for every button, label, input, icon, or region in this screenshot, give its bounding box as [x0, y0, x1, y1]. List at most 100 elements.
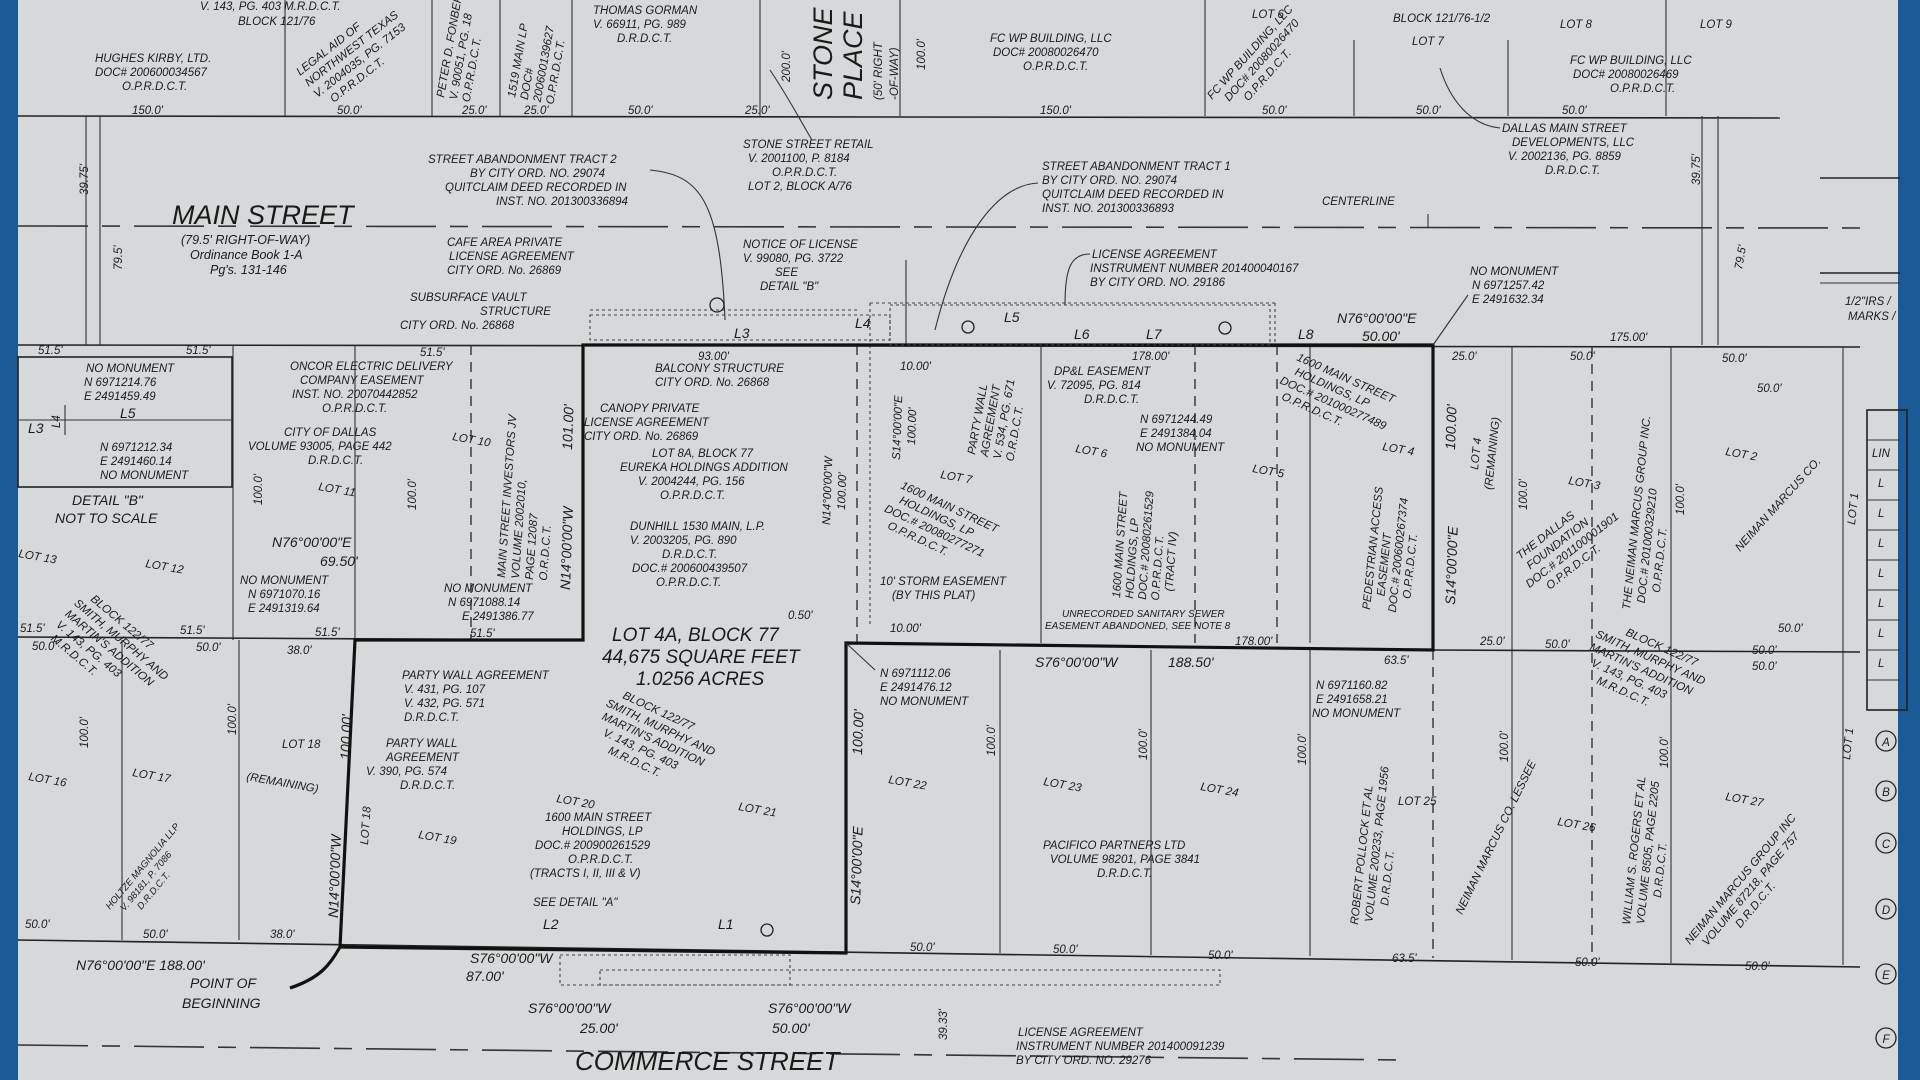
commerce-street-label: COMMERCE STREET [575, 1046, 841, 1076]
dimension: 100.0' [1499, 730, 1511, 762]
distance-east-lot4: 100.00' [1442, 403, 1460, 450]
leader-line [769, 69, 813, 141]
dimension: 63.5' [1392, 953, 1417, 965]
dimension: 50.0' [1208, 950, 1233, 962]
distance-93: 93.00' [698, 351, 730, 363]
dimension: 100.0' [1138, 728, 1150, 760]
dimension: 50.0' [1722, 353, 1747, 365]
dimension: 51.5' [420, 347, 445, 359]
dimension: 50.0' [1545, 639, 1570, 651]
dimension: 38.0' [270, 929, 295, 941]
dimension: 50.0' [1416, 105, 1441, 117]
dimension: 51.5' [470, 628, 495, 640]
dimension: 50.0' [1262, 105, 1287, 117]
dimension: 150.0' [1040, 105, 1072, 117]
dimension: 51.5' [38, 345, 63, 357]
call-west-lot4a: N14°00'00"W [325, 833, 344, 919]
dimension: 50.0' [196, 642, 221, 654]
dimension: 50.0' [1752, 661, 1777, 673]
dimension: 100.0' [227, 703, 239, 735]
leader-line [1432, 294, 1469, 346]
dimension: 51.5' [180, 625, 205, 637]
lot-label: LOT 1 [1841, 727, 1856, 760]
leader-line [1064, 253, 1091, 306]
dimension: 25.0' [1479, 636, 1505, 648]
leader-line [649, 169, 726, 321]
dimension: 50.0' [337, 105, 362, 117]
legend-side-text: 1/2"IRS / [1845, 296, 1892, 308]
line-table-row: L [1878, 628, 1884, 640]
distance-west-1: 101.00' [559, 403, 577, 450]
legend-side-text: MARKS / [1848, 311, 1897, 323]
marker-b: B [1882, 787, 1890, 799]
call-s188: S76°00'00"W [1035, 654, 1119, 670]
distance-west-detail: 100.00' [836, 472, 849, 511]
lot-label: LOT 3 [1567, 475, 1601, 492]
stone-place-row: (50' RIGHT [873, 41, 885, 100]
main-street-label: MAIN STREET [172, 200, 356, 230]
dimension: 50.0' [1778, 623, 1803, 635]
main-street-width: 79.5' [1733, 243, 1749, 270]
lot-label: LOT 4 [1469, 437, 1484, 470]
lot-label: LOT 25 [1398, 796, 1437, 808]
pob-arrow [289, 946, 342, 990]
dimension: 50.0' [628, 105, 653, 117]
dimension: 50.0' [1757, 383, 1782, 395]
dimension: 51.5' [20, 623, 45, 635]
dimension: 50.0' [143, 929, 168, 941]
centerline-label: CENTERLINE [1322, 196, 1395, 208]
lot-label: LOT 2 [1724, 446, 1758, 463]
line-table-row: L [1878, 598, 1884, 610]
block-121-76-text: V. 143, PG. 403 M.R.D.C.T.BLOCK 121/76 [200, 1, 341, 28]
dimension: 200.0' [781, 50, 793, 83]
leader-line [845, 642, 876, 671]
dimension: 50.0' [1575, 957, 1600, 969]
distance-0-50: 0.50' [788, 610, 813, 622]
lot-4a-area-sqft: 44,675 SQUARE FEET [602, 647, 801, 668]
leader-line [934, 182, 1039, 331]
dimension: 100.0' [1675, 483, 1687, 515]
see-detail-a: SEE DETAIL "A" [533, 897, 618, 909]
line-label-l4: L4 [855, 315, 871, 331]
stone-place-label: STONE [808, 6, 838, 100]
line-table-header: LIN [1872, 448, 1891, 460]
dimension: 100.0' [986, 724, 998, 756]
dimension: 100.0' [1659, 736, 1671, 768]
dimension: 100.0' [407, 478, 419, 510]
line-label-l8: L8 [1298, 326, 1314, 342]
lot-label: LOT 7 [1412, 36, 1445, 48]
line-table-row: L [1878, 538, 1884, 550]
dimension: 100.0' [79, 716, 91, 748]
dimension: 50.0' [1752, 645, 1777, 657]
dimension: 50.0' [1745, 961, 1770, 973]
dimension: 150.0' [132, 105, 164, 117]
call-ne-distance: 50.00' [1362, 328, 1401, 344]
lot-label: LOT 7 [939, 469, 973, 486]
